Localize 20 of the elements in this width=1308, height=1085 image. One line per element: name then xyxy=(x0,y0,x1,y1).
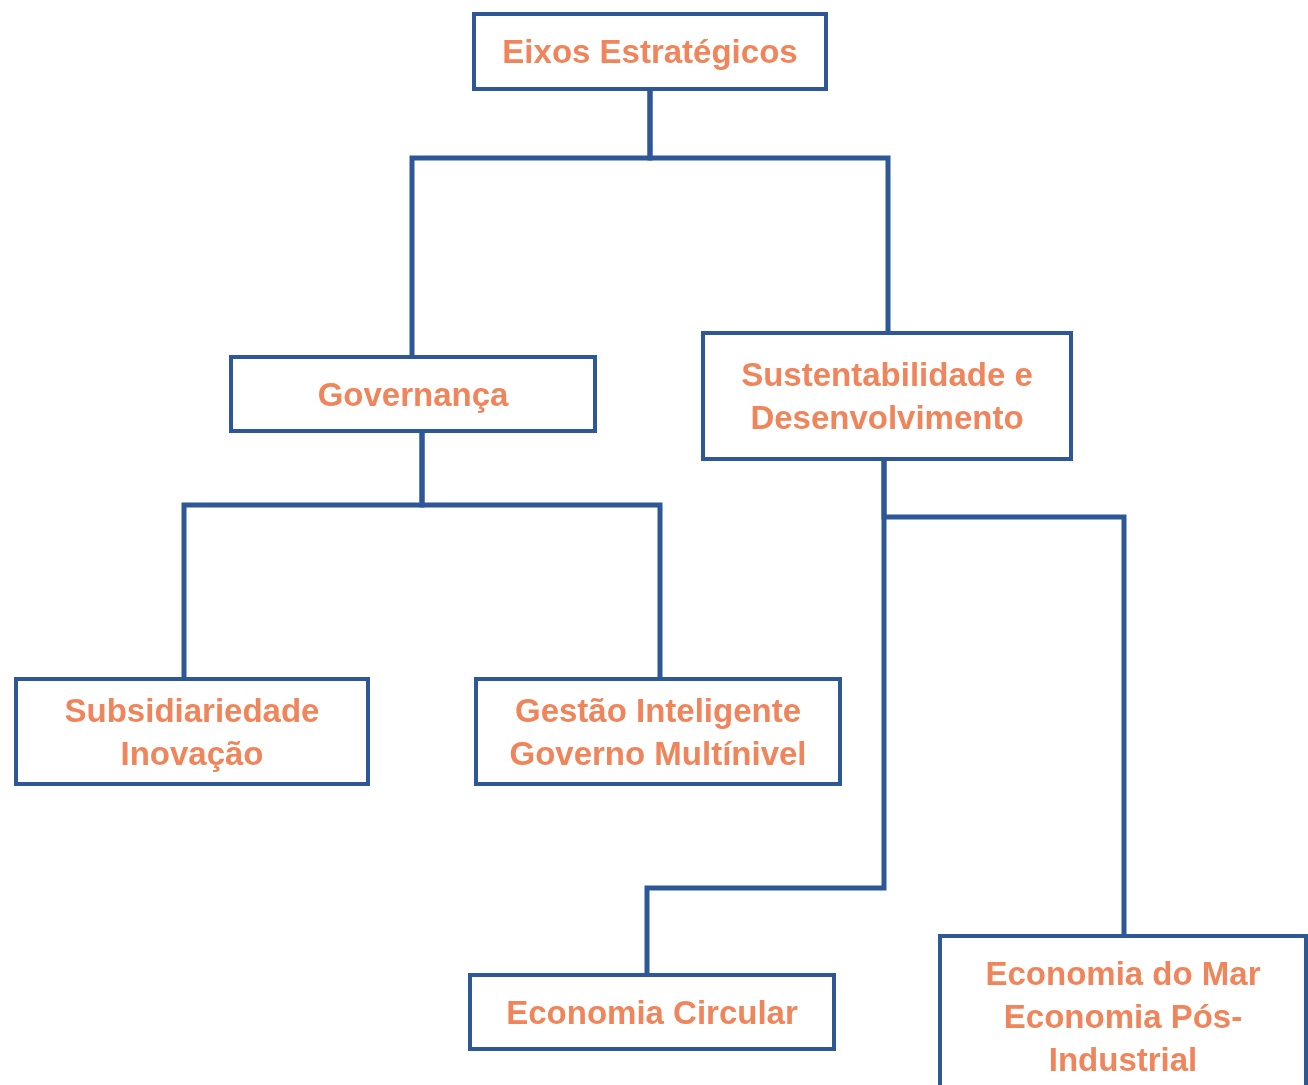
box-label: Sustentabilidade e Desenvolvimento xyxy=(740,355,1034,438)
process-box xyxy=(14,677,370,786)
connector-line xyxy=(881,461,1127,934)
process-box xyxy=(701,331,1073,461)
process-box xyxy=(472,12,828,91)
connector-line xyxy=(419,433,663,677)
process-box xyxy=(468,973,836,1051)
box-label: Gestão Inteligente xyxy=(514,690,802,731)
box-label: Subsidiariedade xyxy=(64,690,320,731)
box-label: Governança xyxy=(317,374,509,415)
process-box xyxy=(229,355,597,433)
box-label: Economia Circular xyxy=(506,992,798,1033)
box-label: Economia Pós- Industrial xyxy=(1002,997,1244,1080)
process-box xyxy=(474,677,842,786)
box-label: Governo Multínivel xyxy=(509,733,807,774)
box-label: Eixos Estratégicos xyxy=(502,32,798,72)
process-box xyxy=(938,934,1308,1085)
box-label: Economia do Mar xyxy=(985,954,1261,994)
box-label: Inovação xyxy=(120,733,264,774)
connector-line xyxy=(647,91,891,331)
